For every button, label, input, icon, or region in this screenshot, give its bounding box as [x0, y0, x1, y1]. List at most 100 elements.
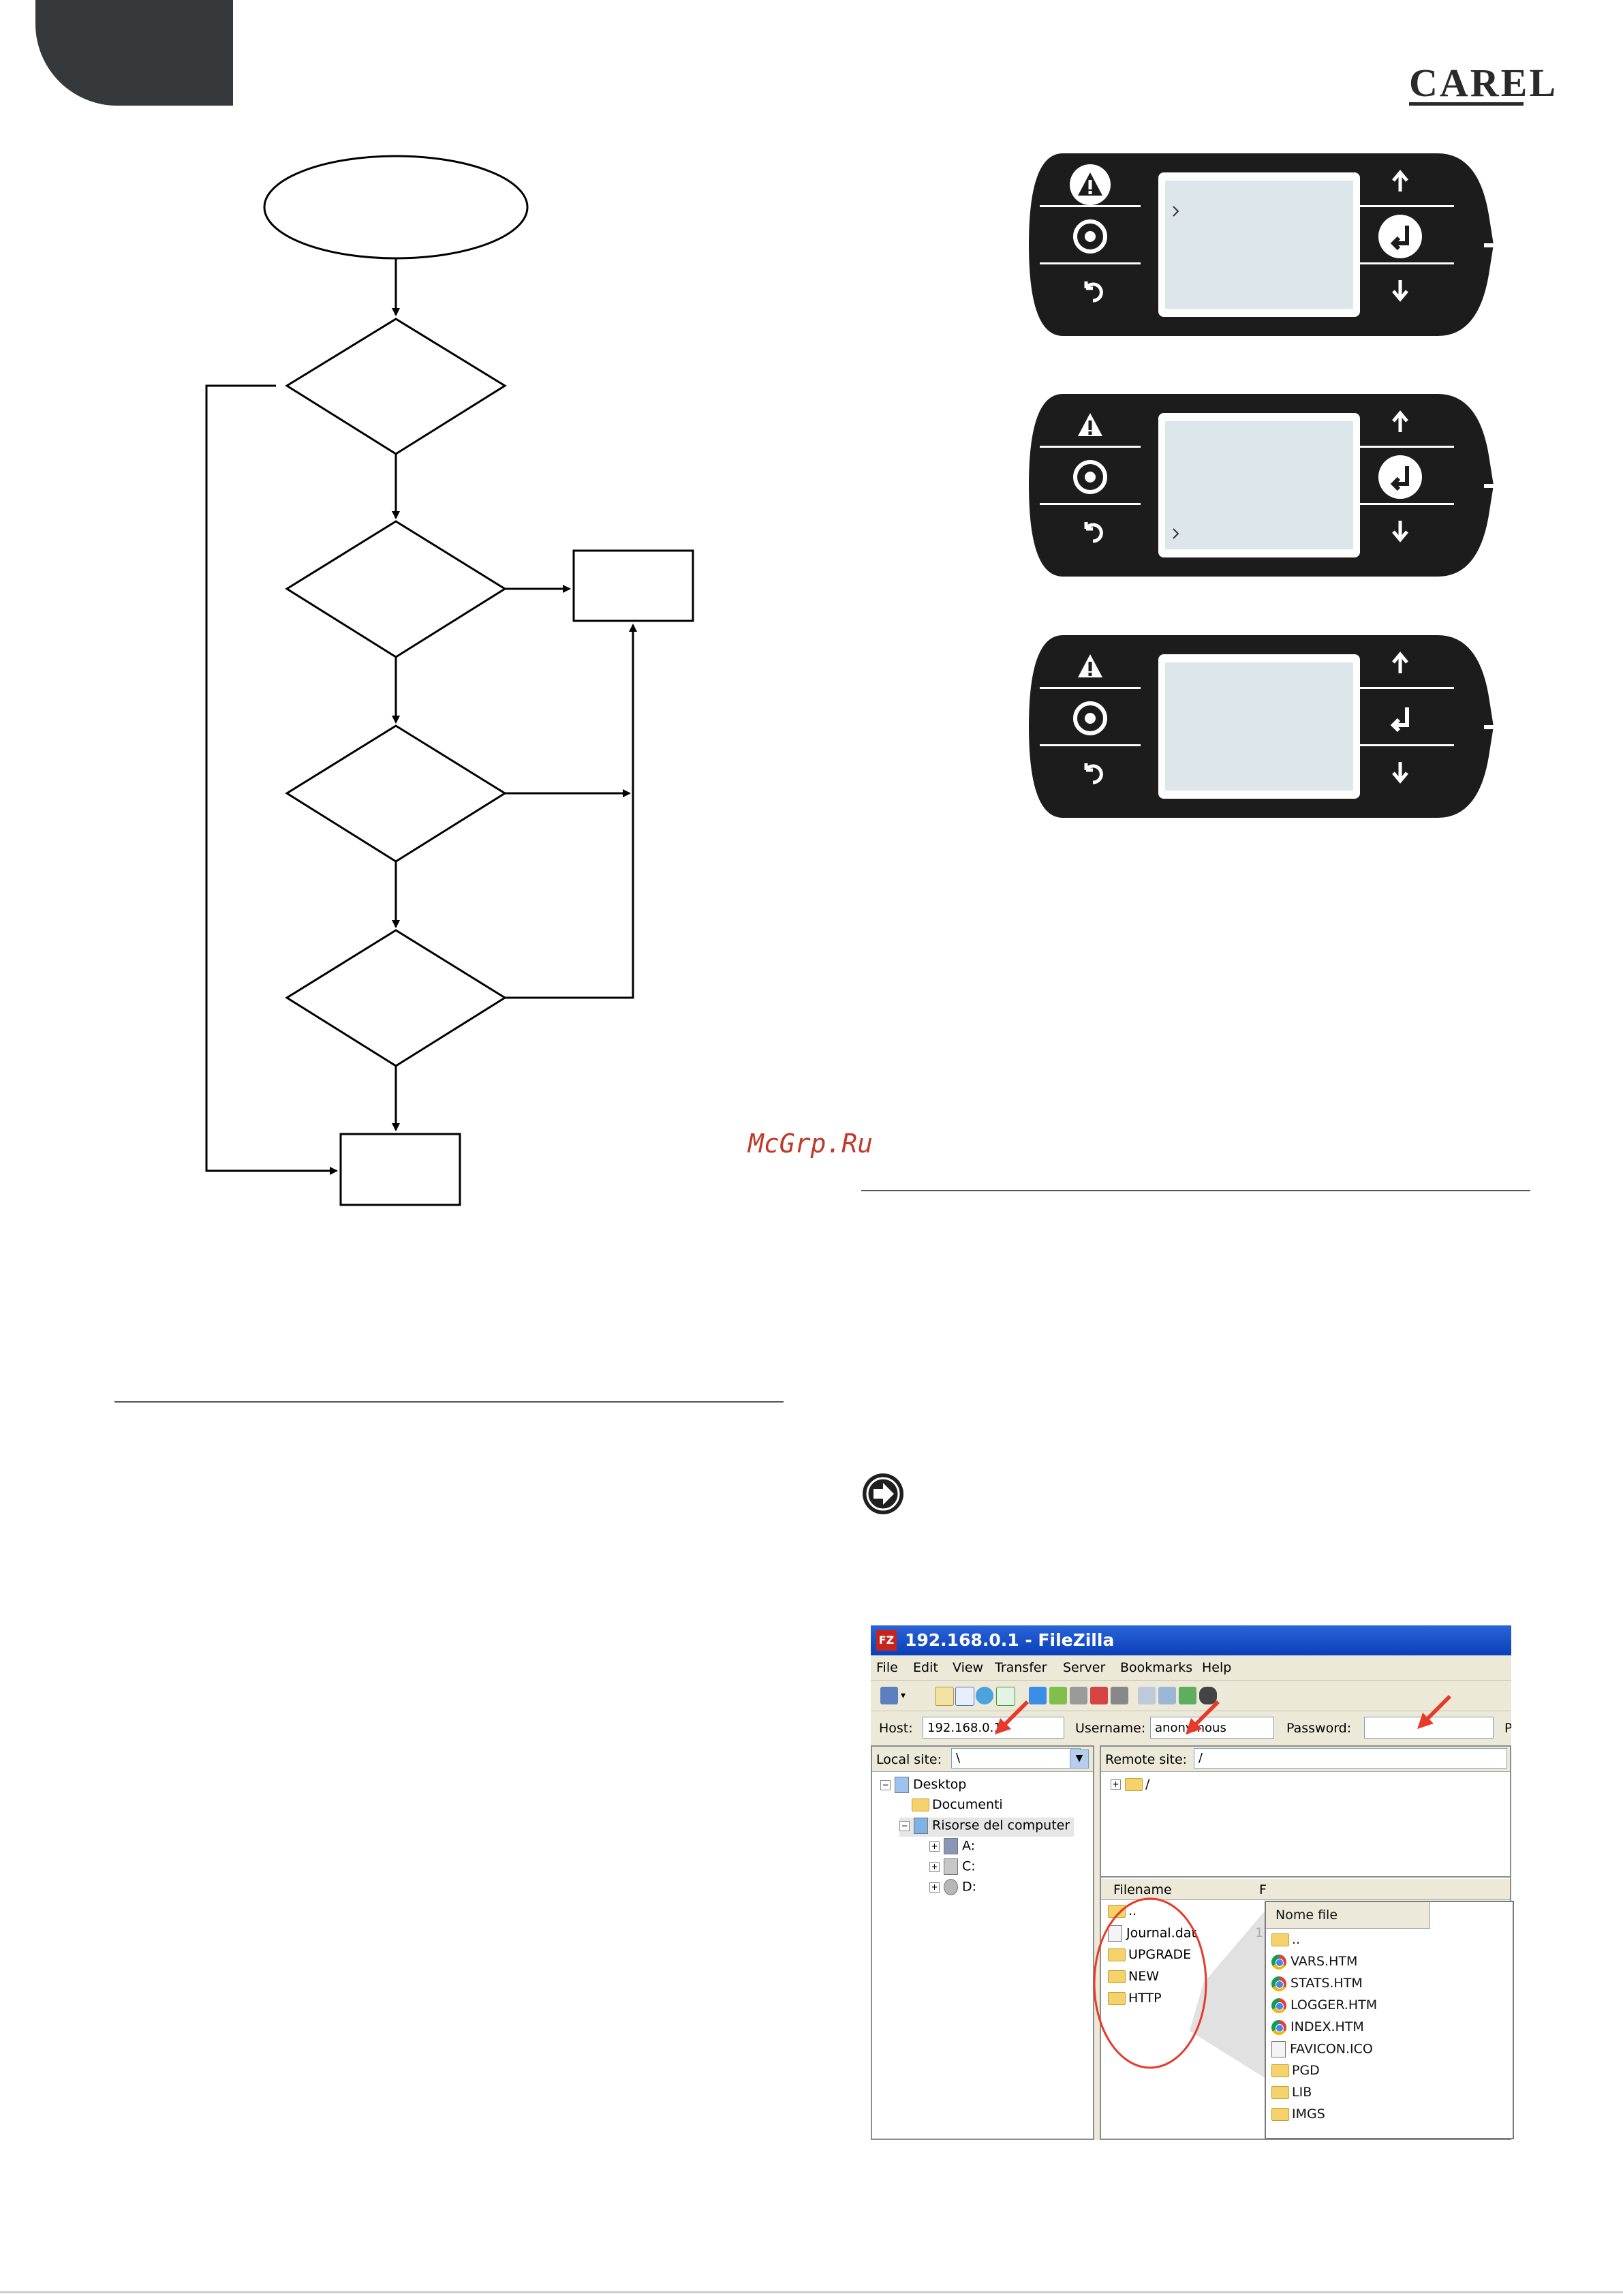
host-input[interactable]: 192.168.0.1	[923, 1717, 1064, 1739]
prg-button[interactable]	[1071, 699, 1109, 737]
cancel-operation-icon[interactable]	[1070, 1687, 1087, 1704]
transfer-queue-icon[interactable]	[996, 1687, 1015, 1706]
zoom-file-row[interactable]: LOGGER.HTM	[1271, 1997, 1377, 2017]
zoom-file-row[interactable]: FAVICON.ICO	[1271, 2041, 1373, 2060]
flowchart	[205, 155, 694, 1206]
password-label: Password:	[1286, 1721, 1352, 1736]
alarm-button[interactable]	[1071, 647, 1109, 686]
tree-item-desktop[interactable]: −Desktop	[880, 1777, 966, 1796]
terminal-display-3	[1029, 635, 1494, 818]
menu-file[interactable]: File	[876, 1660, 898, 1675]
tree-item-computer[interactable]: −Risorse del computer	[899, 1818, 1075, 1837]
column-filesize[interactable]: F	[1259, 1882, 1267, 1897]
red-pointer-arrow-password	[1417, 1695, 1451, 1729]
port-label: P	[1504, 1721, 1511, 1736]
note-arrow-icon	[863, 1473, 903, 1514]
down-button[interactable]	[1381, 752, 1419, 791]
menu-help[interactable]: Help	[1202, 1660, 1232, 1675]
menu-server[interactable]: Server	[1063, 1660, 1106, 1675]
local-tree-icon[interactable]	[955, 1687, 974, 1706]
remote-tree-icon[interactable]	[976, 1687, 993, 1704]
filezilla-titlebar: FZ 192.168.0.1 - FileZilla	[871, 1625, 1511, 1655]
menu-transfer[interactable]: Transfer	[995, 1660, 1047, 1675]
terminal-display-1	[1029, 153, 1494, 336]
reconnect-icon[interactable]	[1111, 1687, 1128, 1704]
prg-button[interactable]	[1071, 217, 1109, 256]
zoom-file-row[interactable]: LIB	[1271, 2085, 1312, 2104]
column-filename[interactable]: Filename	[1113, 1882, 1172, 1897]
zoom-wedge	[1190, 1910, 1266, 2079]
decision-1	[285, 318, 507, 455]
esc-button[interactable]	[1071, 752, 1109, 791]
file-row[interactable]: Journal.dat	[1108, 1925, 1196, 1944]
dropdown-arrow-icon[interactable]: ▾	[901, 1690, 906, 1701]
esc-button[interactable]	[1071, 511, 1109, 549]
tree-item-drive-a[interactable]: +A:	[929, 1838, 975, 1857]
up-button[interactable]	[1381, 647, 1419, 686]
remote-site-input[interactable]: /	[1194, 1748, 1507, 1769]
zoomed-http-folder: Nome file .. VARS.HTM STATS.HTM LOGGER.H…	[1265, 1901, 1514, 2139]
corner-tab	[35, 0, 233, 106]
enter-button[interactable]	[1381, 458, 1419, 496]
menu-bar: File Edit View Transfer Server Bookmarks…	[871, 1655, 1511, 1679]
file-row[interactable]: HTTP	[1108, 1991, 1162, 2010]
prg-button[interactable]	[1071, 458, 1109, 496]
pane-splitter[interactable]	[1101, 1876, 1510, 1878]
search-remote-files-icon[interactable]	[1199, 1687, 1217, 1704]
section-divider-right	[861, 1190, 1530, 1191]
file-row[interactable]: NEW	[1108, 1969, 1159, 1988]
process-queue-icon[interactable]	[1049, 1687, 1067, 1704]
up-button[interactable]	[1381, 166, 1419, 204]
enter-button[interactable]	[1381, 699, 1419, 737]
flow-arrow	[505, 624, 637, 999]
menu-bookmarks[interactable]: Bookmarks	[1120, 1660, 1193, 1675]
local-site-input[interactable]: \	[951, 1748, 1081, 1769]
down-button[interactable]	[1381, 271, 1419, 309]
local-site-pane: Local site: \ ▼ −Desktop Documenti −Riso…	[871, 1745, 1094, 2140]
chevron-down-icon[interactable]: ▼	[1070, 1749, 1089, 1769]
sync-browsing-icon[interactable]	[1179, 1687, 1196, 1704]
decision-3	[285, 724, 507, 863]
zoom-file-row[interactable]: IMGS	[1271, 2107, 1325, 2126]
message-log-icon[interactable]	[935, 1687, 954, 1706]
zoom-file-row[interactable]: ..	[1271, 1932, 1300, 1951]
username-label: Username:	[1075, 1721, 1146, 1736]
remote-tree-root[interactable]: +/	[1111, 1777, 1149, 1796]
down-button[interactable]	[1381, 511, 1419, 549]
tree-item-drive-c[interactable]: +C:	[929, 1858, 976, 1878]
decision-4	[285, 929, 507, 1067]
directory-listing-filters-icon[interactable]	[1138, 1687, 1156, 1704]
enter-button[interactable]	[1381, 217, 1419, 256]
file-row[interactable]: UPGRADE	[1108, 1947, 1191, 1966]
site-manager-icon[interactable]	[880, 1687, 898, 1704]
tree-item-drive-d[interactable]: +D:	[929, 1879, 976, 1898]
alarm-button[interactable]	[1071, 406, 1109, 444]
tree-item-documenti[interactable]: Documenti	[912, 1797, 1003, 1816]
zoom-file-row[interactable]: INDEX.HTM	[1271, 2019, 1364, 2038]
red-pointer-arrow-username	[1186, 1700, 1220, 1734]
refresh-icon[interactable]	[1029, 1687, 1047, 1704]
start-ellipse	[263, 155, 529, 260]
up-button[interactable]	[1381, 406, 1419, 444]
username-input[interactable]: anonymous	[1150, 1717, 1274, 1739]
toolbar: ▾	[871, 1680, 1511, 1711]
file-list-header: Filename F	[1101, 1879, 1510, 1900]
terminal-display-2	[1029, 394, 1494, 577]
zoom-file-row[interactable]: STATS.HTM	[1271, 1976, 1363, 1995]
menu-edit[interactable]: Edit	[913, 1660, 938, 1675]
flow-arrow	[205, 384, 338, 1175]
zoom-file-row[interactable]: VARS.HTM	[1271, 1954, 1357, 1973]
logo-underline	[1409, 102, 1524, 106]
process-box-right	[572, 549, 694, 622]
compare-directories-icon[interactable]	[1158, 1687, 1176, 1704]
alarm-button[interactable]	[1071, 166, 1109, 204]
carel-logo: CAREL	[1409, 61, 1558, 105]
file-row[interactable]: ..	[1108, 1903, 1137, 1923]
section-divider-left	[114, 1401, 784, 1403]
zoom-file-row[interactable]: PGD	[1271, 2063, 1320, 2082]
disconnect-icon[interactable]	[1090, 1687, 1108, 1704]
esc-button[interactable]	[1071, 271, 1109, 309]
column-nome-file[interactable]: Nome file	[1276, 1908, 1338, 1923]
decision-2	[285, 520, 507, 658]
menu-view[interactable]: View	[953, 1660, 984, 1675]
